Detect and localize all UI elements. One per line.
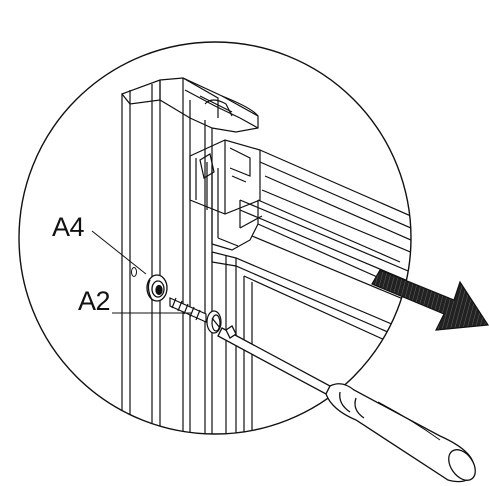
leader-line-a4 — [91, 230, 147, 275]
screwdriver — [217, 325, 476, 483]
label-a4: A4 — [52, 212, 85, 242]
direction-arrow — [371, 269, 489, 331]
mounting-hole — [131, 267, 137, 277]
screw-a2 — [169, 297, 222, 334]
label-a2: A2 — [78, 286, 110, 316]
detail-circle — [18, 41, 412, 435]
washer-a4 — [146, 274, 168, 302]
